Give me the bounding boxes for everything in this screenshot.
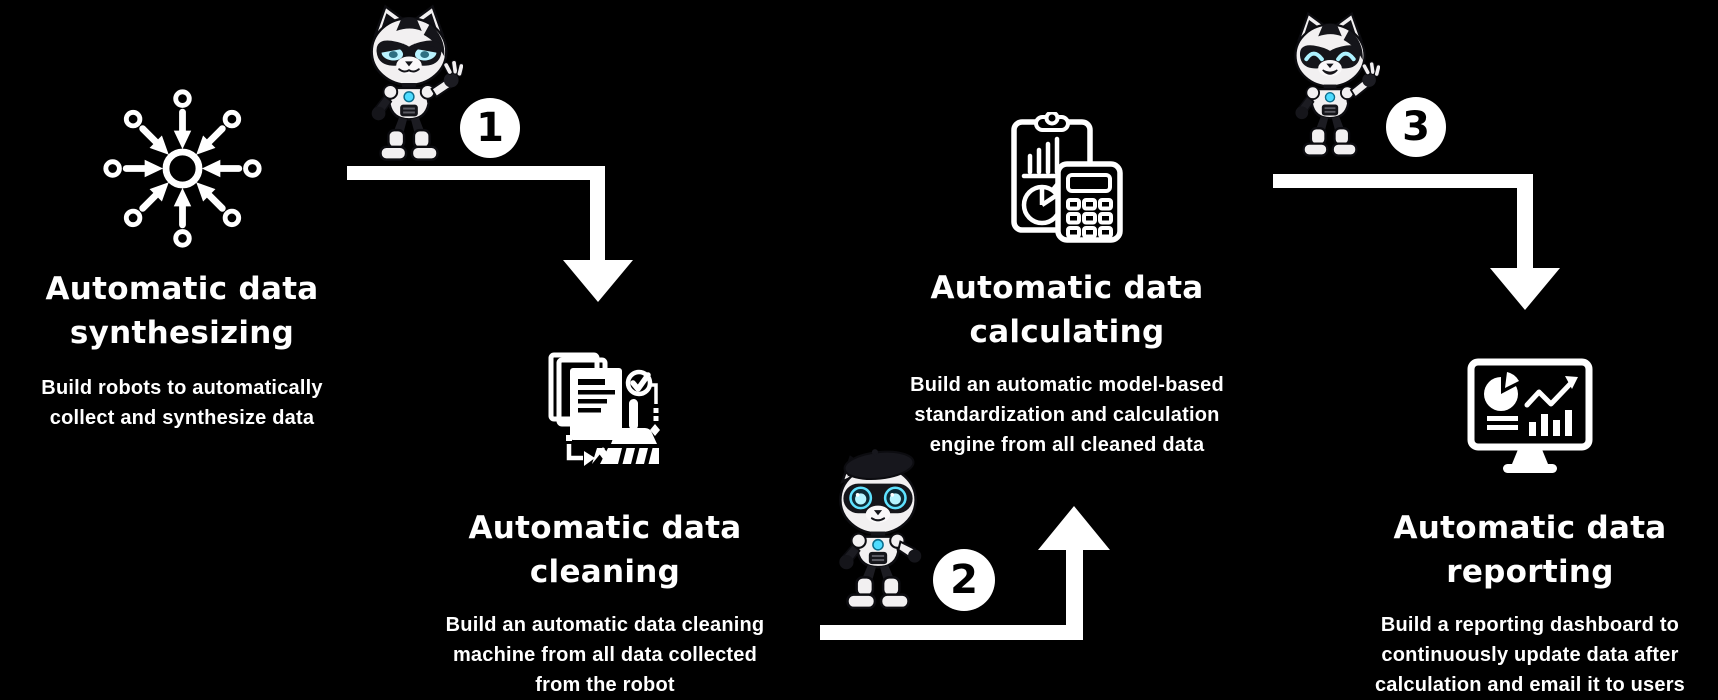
step-desc-line: Build robots to automatically [41,377,323,399]
step-2-title: Automatic data cleaning [468,506,741,594]
flow-arrow-1 [347,166,633,302]
step-2-section: Automatic data cleaning Build an automat… [435,352,775,700]
robot-cat-mascot-1 [370,4,463,161]
data-calculating-icon [1010,112,1123,243]
step-title-line: cleaning [529,554,681,590]
data-cleaning-icon [548,352,660,466]
step-1-section: Automatic data synthesizing Build robots… [22,86,342,433]
flow-arrow-2 [820,506,1110,640]
step-badge-1: 1 [460,98,520,158]
flow-arrow-3 [1273,174,1560,310]
step-badge-3: 3 [1386,97,1446,157]
step-title-line: calculating [969,314,1165,350]
step-title-line: Automatic data [468,510,742,546]
step-desc-line: collect and synthesize data [49,407,315,429]
step-1-description: Build robots to automatically collect an… [41,373,322,433]
step-desc-line: machine from all data collected [452,644,758,666]
step-title-line: Automatic data [1393,510,1667,546]
data-hub-icon [100,86,262,251]
step-desc-line: Build an automatic model-based [910,374,1224,396]
step-desc-line: calculation and email it to users [1374,674,1686,696]
step-3-section: Automatic data calculating Build an auto… [897,112,1237,460]
step-4-title: Automatic data reporting [1393,506,1666,594]
data-reporting-icon [1467,358,1593,473]
step-title-line: Automatic data [930,270,1204,306]
step-1-title: Automatic data synthesizing [45,267,318,355]
step-desc-line: Build an automatic data cleaning [445,614,765,636]
step-2-description: Build an automatic data cleaning machine… [446,610,765,700]
step-title-line: reporting [1446,554,1614,590]
step-title-line: synthesizing [69,315,295,351]
step-desc-line: standardization and calculation [914,404,1220,426]
step-badge-2: 2 [933,549,995,611]
step-3-description: Build an automatic model-based standardi… [910,370,1224,460]
step-desc-line: continuously update data after [1381,644,1679,666]
step-desc-line: engine from all cleaned data [929,434,1205,456]
step-title-line: Automatic data [45,271,319,307]
step-desc-line: from the robot [535,674,675,696]
robot-cat-mascot-3 [1294,11,1380,157]
step-desc-line: Build a reporting dashboard to [1380,614,1680,636]
robot-cat-mascot-2 [839,449,922,610]
step-4-description: Build a reporting dashboard to continuou… [1375,610,1685,700]
step-3-title: Automatic data calculating [930,266,1203,354]
step-4-section: Automatic data reporting Build a reporti… [1360,358,1700,700]
